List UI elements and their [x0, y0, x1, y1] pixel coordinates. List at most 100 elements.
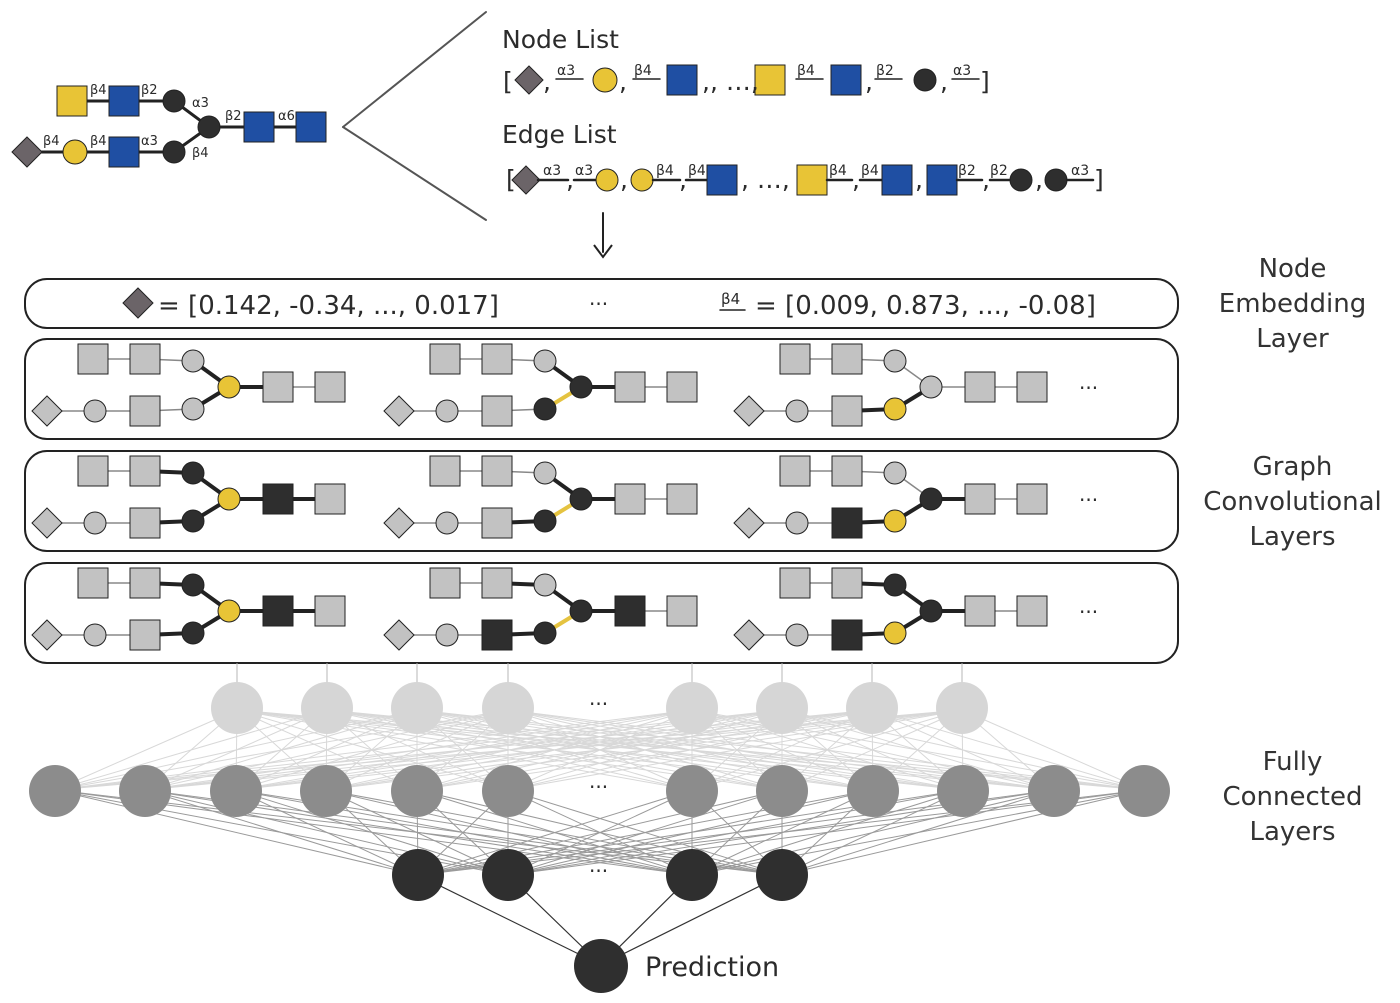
list-token: [ — [503, 67, 513, 96]
fc-node-dark — [666, 849, 718, 901]
graph-square-node — [831, 567, 863, 599]
linkage-token: β4 — [721, 290, 740, 308]
graph-circle-node — [883, 349, 907, 373]
galnac-square — [796, 164, 828, 196]
graph-diamond-node — [383, 619, 415, 651]
graph-circle-node — [883, 621, 907, 645]
node-embedding-layer: = [0.142, -0.34, ..., 0.017]···β4= [0.00… — [24, 278, 1179, 329]
fc-edge — [144, 709, 963, 791]
list-token: , …, — [710, 67, 759, 96]
list-token: , — [619, 67, 627, 96]
graph-square-node — [429, 455, 461, 487]
glcnac-square — [881, 164, 913, 196]
mannose-circle — [1009, 168, 1033, 192]
fc-edge — [600, 874, 783, 966]
label-line: Node — [1258, 254, 1327, 284]
graph-square-node — [262, 371, 294, 403]
list-token: α3 — [575, 163, 593, 179]
gcn-glycan-graph — [31, 343, 346, 427]
fc-node-dark — [392, 849, 444, 901]
graph-square-node — [481, 455, 513, 487]
list-token: , — [940, 67, 948, 96]
graph-square-node — [262, 595, 294, 627]
fc-edge — [54, 709, 963, 791]
label-line: Graph — [1252, 452, 1333, 482]
graph-circle-node — [83, 399, 107, 423]
fc-node-mid — [756, 765, 808, 817]
gcn-glycan-graph — [383, 455, 698, 539]
galactose-circle — [595, 168, 619, 192]
graph-circle-node — [919, 487, 943, 511]
glcnac-square — [706, 164, 738, 196]
graph-convolutional-layers: ········· — [24, 338, 1179, 664]
mannose-circle — [162, 140, 186, 164]
linkage-label: β4 — [90, 134, 107, 149]
fc-edge — [54, 709, 783, 791]
list-token: , — [1035, 165, 1043, 194]
gcn-glycan-graph — [383, 343, 698, 427]
list-token: α3 — [543, 163, 561, 179]
graph-square-node — [129, 455, 161, 487]
prediction-label: Prediction — [645, 952, 779, 983]
graph-diamond-node — [733, 619, 765, 651]
label-line: Connected — [1222, 782, 1363, 812]
list-token: ] — [1094, 165, 1104, 194]
gcn-glycan-graph — [733, 455, 1048, 539]
list-token: β4 — [688, 163, 706, 179]
graph-circle-node — [569, 375, 593, 399]
graph-square-node — [314, 483, 346, 515]
graph-square-node — [481, 619, 513, 651]
sialic-acid-diamond — [511, 165, 541, 195]
fc-ellipsis: ··· — [589, 775, 608, 799]
embedding-box — [24, 278, 1179, 329]
fc-edge — [691, 789, 1055, 876]
graph-circle-node — [533, 349, 557, 373]
sialic-acid-diamond — [11, 136, 43, 168]
fc-node-mid — [300, 765, 352, 817]
fc-node-light — [482, 682, 534, 734]
gcn-ellipsis: ··· — [1079, 488, 1098, 512]
galnac-square — [754, 64, 786, 96]
graph-diamond-node — [733, 507, 765, 539]
graph-square-node — [614, 483, 646, 515]
graph-circle-node — [435, 623, 459, 647]
galactose-circle — [592, 67, 618, 93]
glcnac-square — [295, 111, 327, 143]
graph-square-node — [666, 371, 698, 403]
graph-circle-node — [83, 511, 107, 535]
split-line — [342, 126, 487, 221]
graph-square-node — [77, 343, 109, 375]
graph-circle-node — [181, 397, 205, 421]
graph-square-node — [964, 595, 996, 627]
linkage-token: α3 — [557, 63, 575, 79]
embedding-vector-right: = [0.009, 0.873, ..., -0.08] — [755, 291, 1096, 321]
gcn-ellipsis: ··· — [1079, 600, 1098, 624]
graph-circle-node — [217, 487, 241, 511]
graph-square-node — [1016, 371, 1048, 403]
label-line: Fully — [1262, 747, 1323, 777]
label-line: Embedding — [1218, 289, 1367, 319]
fc-edge — [54, 789, 419, 876]
linkage-label: β4 — [192, 146, 209, 161]
embedding-vector-left: = [0.142, -0.34, ..., 0.017] — [158, 291, 499, 321]
fc-edge — [54, 709, 328, 791]
list-token: , …, — [741, 165, 790, 194]
graph-circle-node — [533, 573, 557, 597]
graph-square-node — [831, 507, 863, 539]
glcnac-square — [243, 111, 275, 143]
gcn-glycan-graph — [733, 567, 1048, 651]
fc-node-light — [211, 682, 263, 734]
glcnac-square — [926, 164, 958, 196]
fc-node-mid — [29, 765, 81, 817]
fc-node-mid — [937, 765, 989, 817]
graph-circle-node — [181, 349, 205, 373]
graph-circle-node — [181, 573, 205, 597]
mannose-circle — [162, 89, 186, 113]
fc-edge — [691, 709, 963, 791]
fc-edge — [417, 789, 1145, 876]
graph-circle-node — [919, 375, 943, 399]
fc-node-dark — [482, 849, 534, 901]
fc-edge — [781, 789, 1145, 876]
